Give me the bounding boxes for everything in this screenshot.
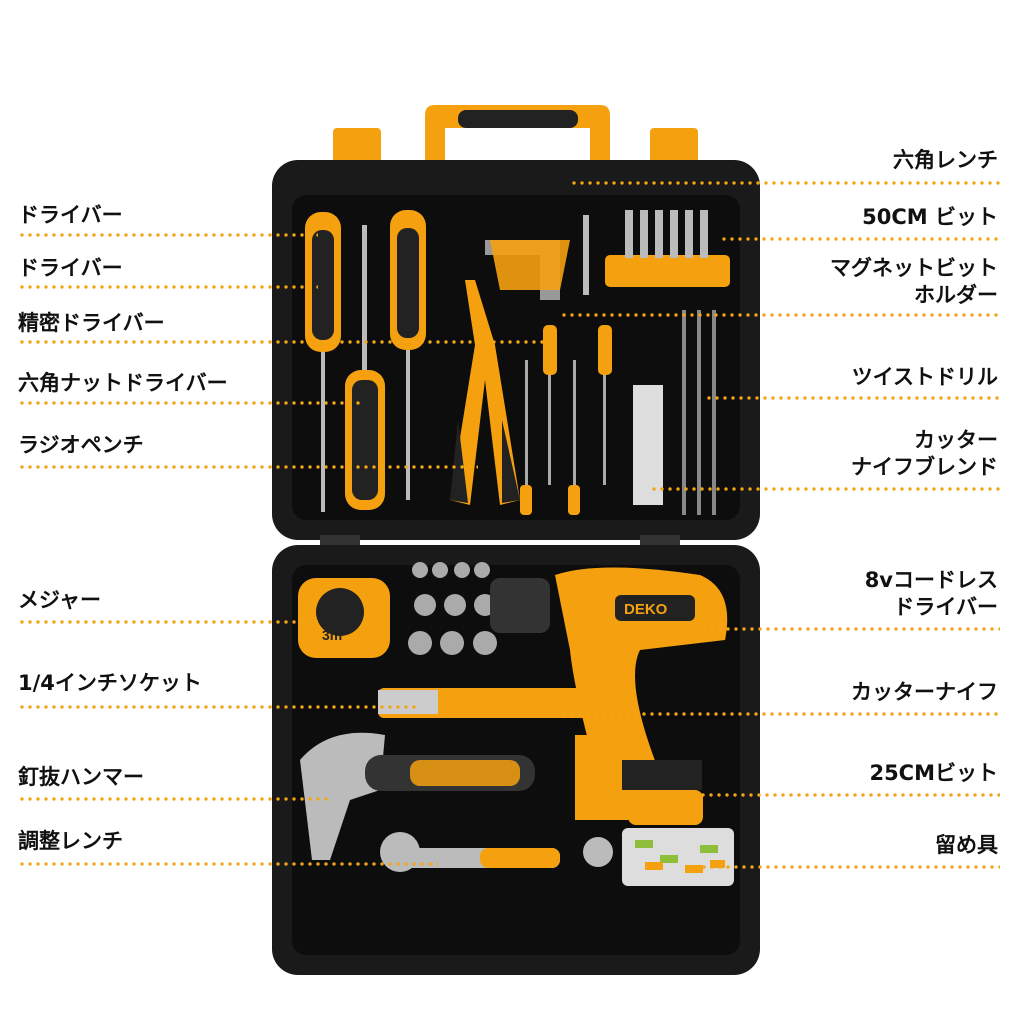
callout-line xyxy=(560,313,1000,317)
label-tape-measure: メジャー xyxy=(18,588,101,612)
handle-grip xyxy=(458,110,578,128)
label-hex-key: 六角レンチ xyxy=(893,148,998,172)
callout-line xyxy=(18,862,438,866)
latch-left xyxy=(333,128,381,168)
label-fasteners: 留め具 xyxy=(935,833,998,857)
tape-measure-label: 3m xyxy=(322,627,342,643)
callout-line xyxy=(18,797,328,801)
label-needle-nose-pliers: ラジオペンチ xyxy=(18,433,144,457)
latch-right xyxy=(650,128,698,168)
label-claw-hammer: 釘抜ハンマー xyxy=(18,765,144,789)
callout-line xyxy=(595,793,1000,797)
label-cutter-knife: カッターナイフ xyxy=(851,680,998,704)
label-screwdriver-1: ドライバー xyxy=(18,203,123,227)
callout-line xyxy=(18,340,548,344)
label-magnetic-bit-holder-line2: ホルダー xyxy=(914,283,998,307)
label-socket: 1/4インチソケット xyxy=(18,671,202,695)
label-25cm-bits: 25CMビット xyxy=(869,761,998,785)
label-50cm-bits: 50CM ビット xyxy=(862,205,998,229)
callout-line xyxy=(18,620,318,624)
label-twist-drill: ツイストドリル xyxy=(851,365,998,389)
callout-line xyxy=(705,396,1000,400)
callout-line xyxy=(18,285,318,289)
label-cordless-drill-line2: ドライバー xyxy=(893,595,998,619)
callout-line xyxy=(18,705,418,709)
claw-hammer xyxy=(300,732,385,860)
label-cordless-drill-line1: 8vコードレス xyxy=(864,568,998,592)
callout-line xyxy=(18,465,478,469)
callout-line xyxy=(570,181,1000,185)
callout-line xyxy=(650,487,1000,491)
callout-line xyxy=(700,865,1000,869)
label-cutter-blade-line1: カッター xyxy=(914,428,998,452)
label-screwdriver-2: ドライバー xyxy=(18,256,123,280)
callout-line xyxy=(18,233,318,237)
callout-line xyxy=(18,401,363,405)
label-cutter-blade-line2: ナイフブレンド xyxy=(851,455,998,479)
drill-brand-logo: DEKO xyxy=(624,601,668,618)
callout-line xyxy=(720,237,1000,241)
label-precision-screwdriver: 精密ドライバー xyxy=(18,311,165,335)
label-adjustable-wrench: 調整レンチ xyxy=(18,829,123,853)
label-magnetic-bit-holder-line1: マグネットビット xyxy=(830,256,998,280)
callout-line xyxy=(700,627,1000,631)
callout-line xyxy=(560,712,1000,716)
label-nut-driver: 六角ナットドライバー xyxy=(18,371,228,395)
